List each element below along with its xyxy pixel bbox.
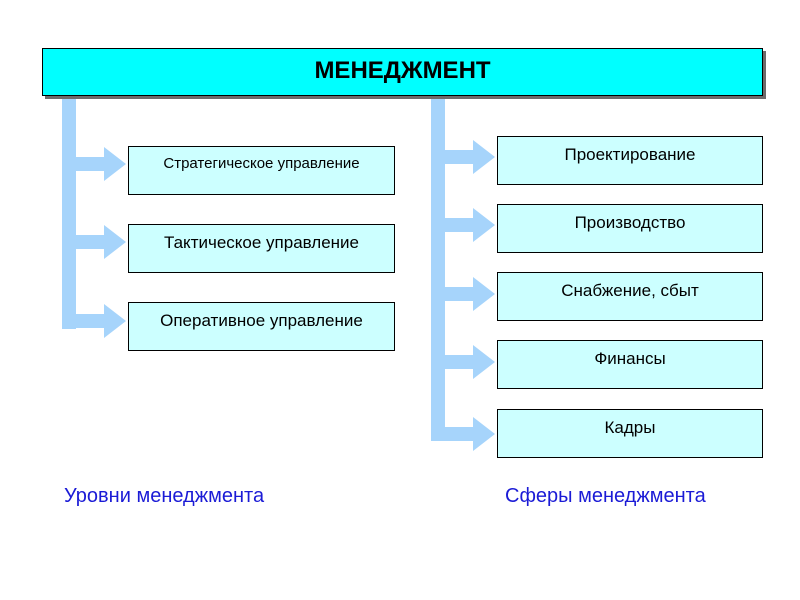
sphere-box-design: Проектирование [497,136,763,185]
sphere-label: Снабжение, сбыт [561,281,699,300]
level-box-operational: Оперативное управление [128,302,395,351]
management-title: МЕНЕДЖМЕНТ [314,57,491,84]
sphere-box-finance: Финансы [497,340,763,389]
spheres-arrow-2 [431,208,495,242]
levels-arrow-3 [62,304,126,338]
levels-arrow-2 [62,225,126,259]
sphere-label: Финансы [594,349,666,368]
levels-connector-trunk [62,98,76,329]
sphere-box-supply-sales: Снабжение, сбыт [497,272,763,321]
sphere-label: Кадры [604,418,656,437]
management-header-box: МЕНЕДЖМЕНТ [42,48,763,96]
sphere-box-production: Производство [497,204,763,253]
spheres-connector-trunk [431,98,445,441]
sphere-label: Проектирование [564,145,696,164]
level-box-strategic: Стратегическое управление [128,146,395,195]
spheres-arrow-1 [431,140,495,174]
spheres-arrow-5 [431,417,495,451]
level-box-tactical: Тактическое управление [128,224,395,273]
level-label: Стратегическое управление [163,155,360,172]
spheres-arrow-3 [431,277,495,311]
levels-caption: Уровни менеджмента [64,485,265,507]
spheres-arrow-4 [431,345,495,379]
level-label: Оперативное управление [160,311,363,330]
spheres-caption: Сферы менеджмента [505,485,706,507]
level-label: Тактическое управление [163,233,360,252]
levels-arrow-1 [62,147,126,181]
sphere-box-personnel: Кадры [497,409,763,458]
sphere-label: Производство [574,213,686,232]
